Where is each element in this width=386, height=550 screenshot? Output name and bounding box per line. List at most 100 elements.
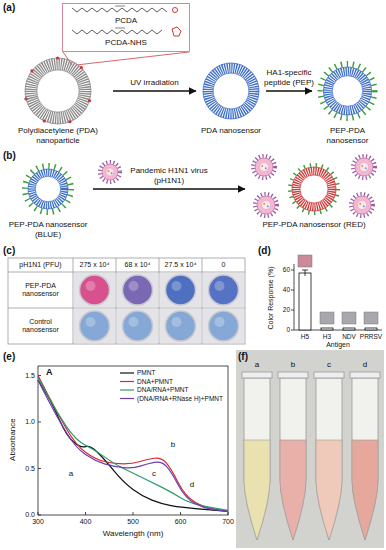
tick	[291, 330, 294, 331]
figure-label: 1.0	[25, 418, 35, 426]
bar	[343, 328, 355, 330]
spectrum-curve	[38, 376, 228, 512]
peptide-ligands	[25, 166, 71, 212]
figure-label: H3	[323, 333, 331, 340]
leader-line	[76, 52, 189, 65]
lipid-layer	[32, 173, 65, 206]
figure-label: NDV	[342, 333, 356, 340]
well-photo	[117, 273, 158, 307]
figure-label: (e)	[3, 351, 15, 363]
figure-label: H5	[301, 333, 309, 340]
figure-label: 600	[175, 518, 187, 526]
table-rule	[8, 308, 245, 309]
virus-rna	[267, 205, 269, 207]
tick	[180, 512, 181, 515]
virus-core	[260, 163, 269, 172]
peptide-ligands	[321, 64, 375, 118]
well	[166, 275, 196, 305]
figure-label: (b)	[3, 150, 16, 162]
figure-label: Control nanosensor	[11, 318, 71, 334]
legend-text: (DNA/RNA+RNase H)+PMNT	[137, 395, 223, 402]
nhs-head	[43, 119, 46, 122]
outer-membrane	[324, 67, 372, 115]
virus-rna	[261, 165, 263, 167]
virus-spikes	[254, 157, 275, 178]
triple-bond	[115, 6, 125, 7]
inset-box: PCDAPCDA-NHS	[62, 3, 190, 52]
tube-body	[244, 378, 270, 540]
nanoparticle-node: PEP-PDA nanosensor (RED)	[245, 158, 383, 230]
legend-text: DNA/RNA+PMNT	[137, 386, 188, 393]
virus-rna	[265, 167, 267, 169]
legend-line	[120, 398, 134, 399]
tube-body	[352, 378, 378, 540]
table-rule	[73, 258, 74, 344]
well-photo	[160, 309, 201, 343]
bar	[299, 273, 311, 330]
bar	[321, 328, 333, 330]
well-glare	[215, 317, 225, 327]
tick	[38, 422, 41, 423]
figure-label: b	[171, 440, 175, 449]
virus-rna	[363, 205, 365, 207]
table-rule	[8, 272, 245, 273]
outer-membrane	[25, 58, 91, 124]
legend-text: DNA+PMNT	[137, 378, 173, 385]
figure-label: 500	[127, 518, 139, 526]
lipid-layer	[328, 71, 367, 110]
inner-membrane	[300, 175, 328, 203]
virus-core	[262, 201, 271, 210]
well	[209, 275, 239, 305]
figure-label: Color Response (%)	[268, 266, 276, 329]
well	[209, 311, 239, 341]
virus-rna	[111, 172, 113, 174]
figure-label: 400	[80, 518, 92, 526]
figure-label: Antigen	[326, 341, 350, 349]
figure-label: pH1N1 (PFU)	[19, 261, 61, 269]
table-rule	[159, 258, 160, 344]
tick	[291, 270, 294, 271]
well-photo	[74, 273, 115, 307]
well-glare	[86, 317, 96, 327]
virus-envelope	[355, 158, 373, 176]
nhs-head	[88, 99, 91, 102]
tick	[228, 512, 229, 515]
legend-line	[120, 381, 134, 382]
well	[80, 311, 110, 341]
well-glare	[215, 281, 225, 291]
arrow-connector	[93, 188, 245, 190]
well	[123, 275, 153, 305]
figure-label: (a)	[3, 2, 15, 14]
nhs-head	[24, 97, 27, 100]
well	[123, 311, 153, 341]
well-photo	[74, 309, 115, 343]
tube-liquid	[280, 440, 306, 540]
tube-liquid	[352, 440, 378, 540]
tick	[291, 310, 294, 311]
well	[166, 311, 196, 341]
figure-label: (c)	[3, 245, 15, 257]
node-caption: PEP-PDA nanosensor (BLUE)	[3, 220, 93, 239]
figure-label: 0.5	[25, 465, 35, 473]
tick	[133, 512, 134, 515]
figure-label: 1.5	[25, 372, 35, 380]
figure-label: 275 x 10⁴	[80, 261, 110, 269]
outer-membrane	[28, 169, 68, 209]
tick	[291, 290, 294, 291]
virus-spikes	[354, 157, 375, 178]
well-photo	[203, 309, 244, 343]
tube-rim	[278, 372, 308, 378]
figure-label: 20	[283, 306, 290, 313]
tick	[38, 468, 41, 469]
triple-bond	[115, 28, 125, 29]
edge-label: Pandemic H1N1 virus (pH1N1)	[128, 166, 210, 185]
plot-frame	[38, 366, 228, 515]
virus-rna	[107, 170, 109, 172]
outer-membrane	[292, 167, 336, 211]
error-cap	[302, 270, 308, 271]
virus-envelope	[353, 196, 371, 214]
node-caption: PDA nanosensor	[196, 126, 266, 136]
table-rule	[202, 258, 203, 344]
lipid-layer	[208, 68, 254, 114]
